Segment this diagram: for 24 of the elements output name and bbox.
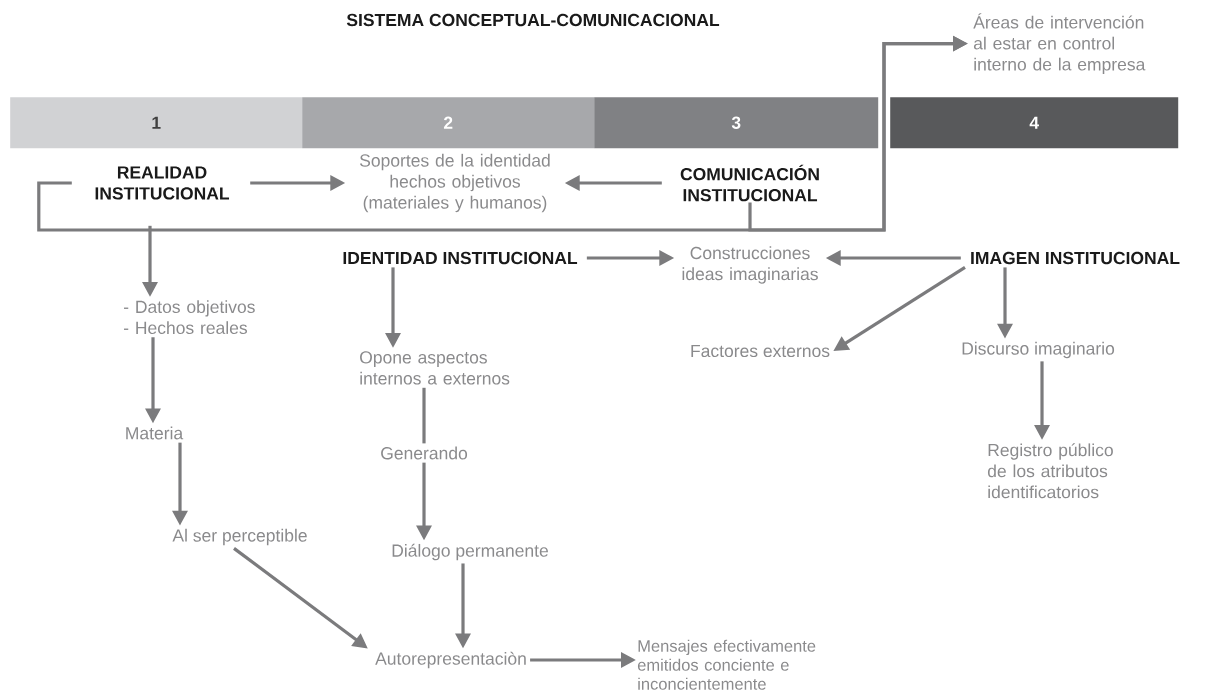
- concept-text: Al ser perceptible: [172, 528, 307, 546]
- concept-heading: REALIDAD INSTITUCIONAL: [95, 166, 230, 200]
- concept-heading: IMAGEN INSTITUCIONAL: [971, 251, 1180, 265]
- concept-text: Áreas de intervención al estar en control interno de la empresa: [973, 13, 1146, 74]
- concept-text: Mensajes efectivamente emitidos conciente e inconcientemente: [637, 639, 816, 690]
- concept-text: Materia: [126, 426, 184, 440]
- concept-text: Diálogo permanente: [392, 543, 548, 561]
- concept-text: Generando: [381, 446, 468, 460]
- concept-text: Opone aspectos internos a externos: [360, 351, 510, 385]
- concept-text: Construcciones ideas imaginarias: [682, 246, 818, 284]
- concept-text: Autorepresentaciòn: [375, 651, 526, 669]
- concept-text: Soportes de la identidad hechos objetivos (materiales y humanos): [359, 153, 550, 213]
- concept-text: - Datos objetivos - Hechos reales: [124, 300, 255, 335]
- concept-text: Factores externos: [691, 344, 830, 358]
- concept-text: Registro público de los atributos identificatorios: [987, 443, 1113, 499]
- bar-segment: 3: [594, 97, 879, 149]
- bar-segment: 4: [890, 97, 1179, 149]
- bar-segment: 1: [10, 97, 303, 149]
- concept-text: Discurso imaginario: [962, 341, 1115, 359]
- connector-line: [422, 387, 426, 444]
- bar-segment: 2: [302, 97, 595, 149]
- concept-heading: IDENTIDAD INSTITUCIONAL: [343, 251, 578, 265]
- title: SISTEMA CONCEPTUAL-COMUNICACIONAL: [346, 13, 720, 27]
- concept-heading: COMUNICACIÓN INSTITUCIONAL: [680, 164, 819, 202]
